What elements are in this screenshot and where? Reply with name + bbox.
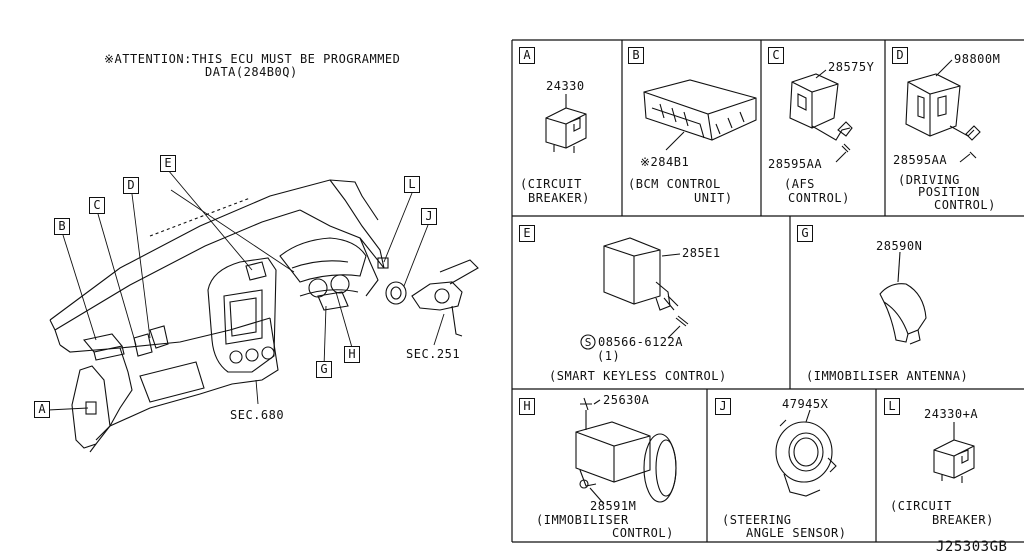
panel-e-letter: E (519, 225, 535, 242)
panel-l-caption-line2: BREAKER) (932, 513, 994, 527)
attention-note-line1: ※ATTENTION:THIS ECU MUST BE PROGRAMMED (104, 52, 401, 66)
panel-a-part-number: 24330 (546, 79, 585, 93)
panel-b-part-number: ※284B1 (640, 155, 690, 169)
panel-d-part-number-2: 28595AA (893, 153, 948, 167)
panel-g-part-number: 28590N (876, 239, 923, 253)
sec-680-label: SEC.680 (230, 408, 285, 422)
panel-d-letter: D (892, 47, 908, 64)
panel-d-caption-line3: CONTROL) (934, 198, 996, 212)
circuit-breaker-l-drawing (933, 422, 975, 483)
callout-h: H (344, 346, 360, 363)
immobiliser-control-drawing (575, 397, 677, 505)
panel-l-caption-line1: (CIRCUIT (890, 499, 952, 513)
panel-h-part-number-2: 28591M (590, 499, 637, 513)
attention-note-line2: DATA(284B0Q) (205, 65, 298, 79)
immobiliser-antenna-drawing (879, 251, 927, 345)
callout-l: L (404, 176, 420, 193)
driving-position-control-drawing (905, 59, 981, 163)
panel-h-caption-line1: (IMMOBILISER (536, 513, 629, 527)
panel-h-caption-line2: CONTROL) (612, 526, 674, 540)
callout-c: C (89, 197, 105, 214)
panel-b-letter: B (628, 47, 644, 64)
panel-h-part-number: 25630A (603, 393, 650, 407)
panel-d-caption-line1: (DRIVING (898, 173, 960, 187)
panel-c-caption-line1: (AFS (784, 177, 815, 191)
panel-e-part-number: 285E1 (682, 246, 721, 260)
panel-h-letter: H (519, 398, 535, 415)
panel-c-letter: C (768, 47, 784, 64)
panel-a-letter: A (519, 47, 535, 64)
panel-a-caption-line1: (CIRCUIT (520, 177, 582, 191)
panel-j-caption-line2: ANGLE SENSOR) (746, 526, 847, 540)
panel-c-part-number-2: 28595AA (768, 157, 823, 171)
diagram-id: J25303GB (936, 539, 1008, 555)
bcm-drawing (643, 79, 757, 151)
screw-symbol-letter: S (585, 336, 592, 349)
callout-e: E (160, 155, 176, 172)
callout-a: A (34, 401, 50, 418)
callout-d: D (123, 177, 139, 194)
panel-d-part-number: 98800M (954, 52, 1001, 66)
panel-e-screw-number: 08566-6122A (598, 335, 683, 349)
panel-j-part-number: 47945X (782, 397, 829, 411)
panel-l-letter: L (884, 398, 900, 415)
panel-l-part-number: 24330+A (924, 407, 979, 421)
panel-e-screw-quantity: (1) (597, 349, 621, 363)
callout-j: J (421, 208, 437, 225)
screw-symbol-icon: S (580, 334, 596, 350)
steering-angle-sensor-drawing (775, 409, 837, 497)
panel-c-caption-line2: CONTROL) (788, 191, 850, 205)
panel-c-part-number: 28575Y (828, 60, 875, 74)
circuit-breaker-a-drawing (545, 94, 587, 153)
panel-grid (511, 39, 1024, 543)
smart-keyless-drawing (603, 237, 689, 339)
dashboard-illustration (47, 169, 479, 453)
panel-g-caption: (IMMOBILISER ANTENNA) (806, 369, 969, 383)
panel-j-letter: J (715, 398, 731, 415)
callout-b: B (54, 218, 70, 235)
panel-j-caption-line1: (STEERING (722, 513, 792, 527)
panel-e-caption: (SMART KEYLESS CONTROL) (549, 369, 727, 383)
callout-g: G (316, 361, 332, 378)
panel-g-letter: G (797, 225, 813, 242)
panel-d-caption-line2: POSITION (918, 185, 980, 199)
afs-control-drawing (789, 69, 853, 163)
panel-a-caption-line2: BREAKER) (528, 191, 590, 205)
sec-251-label: SEC.251 (406, 347, 461, 361)
panel-b-caption-line1: (BCM CONTROL (628, 177, 721, 191)
panel-b-caption-line2: UNIT) (694, 191, 733, 205)
